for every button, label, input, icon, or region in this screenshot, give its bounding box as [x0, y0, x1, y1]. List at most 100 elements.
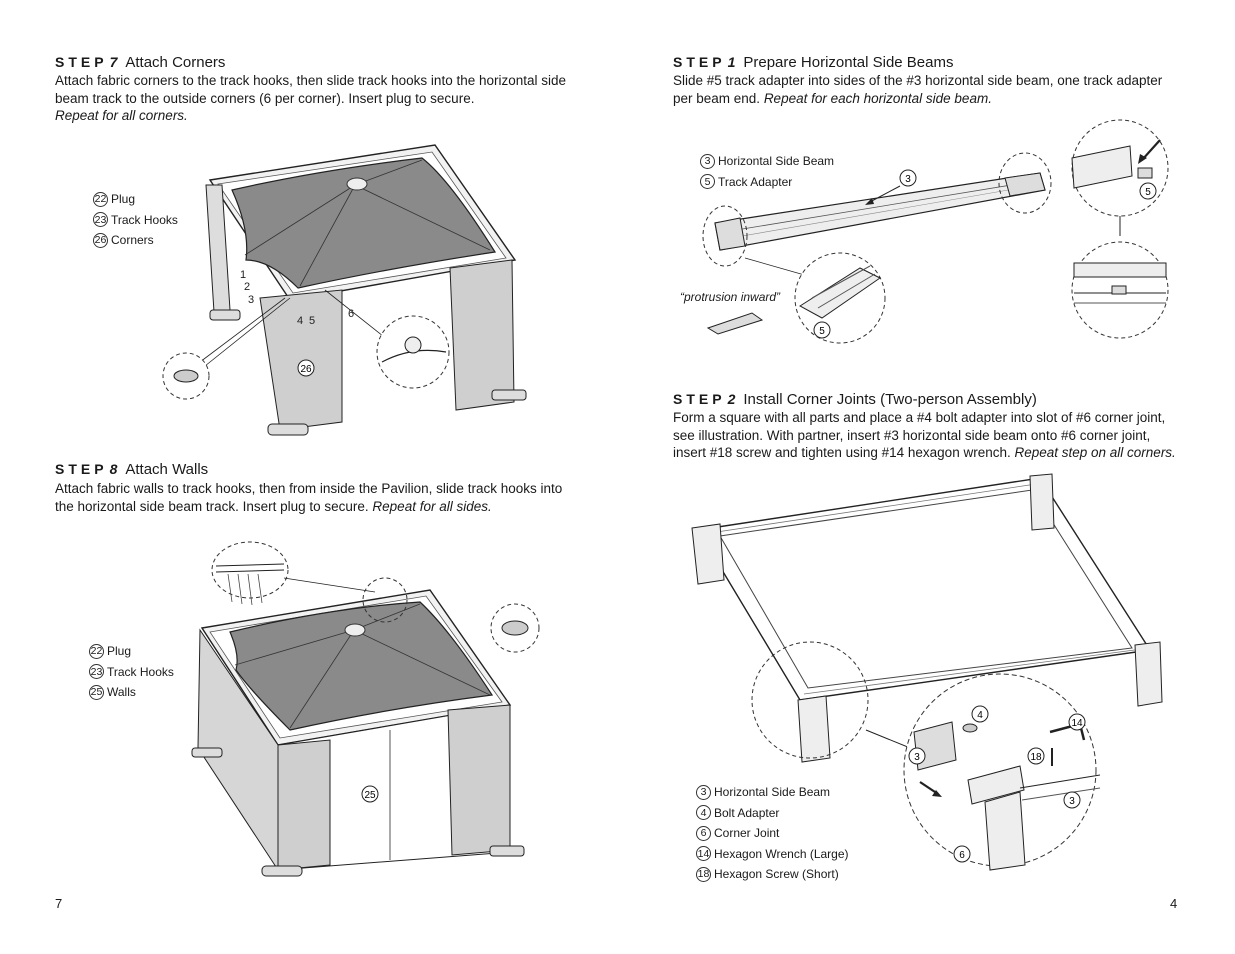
- instruction-repeat-note: Repeat for all sides.: [372, 498, 492, 514]
- part-label: Plug: [111, 192, 136, 207]
- step1-beam-illustration: 3 5 5: [702, 119, 1169, 344]
- part-label: Walls: [107, 685, 136, 700]
- callout-number: 1: [240, 269, 246, 281]
- step-word: STEP: [673, 391, 726, 407]
- step-number: 2: [727, 391, 736, 407]
- instruction-line: see illustration. With partner, insert #…: [673, 427, 1151, 443]
- part-number-badge: 25: [364, 790, 376, 801]
- part-number-badge: 23: [89, 664, 104, 680]
- part-label: Track Hooks: [107, 664, 174, 679]
- step-title: Attach Corners: [125, 54, 226, 71]
- instruction-line: Attach fabric walls to track hooks, then…: [55, 481, 563, 496]
- step7-corner-illustration: 1 2 3 4 5 6 26: [162, 144, 527, 436]
- instruction-text: the horizontal side beam track. Insert p…: [55, 498, 373, 514]
- part-label: Track Adapter: [718, 174, 793, 189]
- part-label: Hexagon Wrench (Large): [714, 846, 849, 861]
- instruction-text: insert #18 screw and tighten using #14 h…: [673, 445, 1015, 460]
- step7-instructions: Attach fabric corners to the track hooks…: [55, 72, 575, 125]
- step-number: 8: [109, 461, 118, 477]
- part-number-badge: 26: [93, 232, 108, 248]
- instruction-repeat-note: Repeat for all corners.: [55, 108, 188, 123]
- step-title: Install Corner Joints (Two-person Assemb…: [743, 391, 1037, 408]
- part-label: Horizontal Side Beam: [718, 154, 835, 169]
- part-number-badge: 18: [1030, 752, 1042, 763]
- page-number-left: 7: [55, 896, 63, 911]
- callout-number: 2: [244, 281, 250, 293]
- step1-instructions: Slide #5 track adapter into sides of the…: [673, 72, 1193, 107]
- step-number: 7: [109, 54, 118, 70]
- part-number-badge: 3: [914, 752, 920, 763]
- step2-corner-joint-illustration: 4 14 3 18 3 6: [691, 473, 1163, 871]
- step-word: STEP: [55, 54, 108, 70]
- page-number-right: 4: [1170, 896, 1178, 911]
- step2-instructions: Form a square with all parts and place a…: [673, 409, 1193, 462]
- instruction-line: Attach fabric corners to the track hooks…: [55, 73, 567, 88]
- part-number-badge: 5: [700, 174, 715, 190]
- instruction-line: insert #18 screw and tighten using #14 h…: [673, 444, 1193, 462]
- part-number-badge: 26: [300, 364, 312, 375]
- part-label: Hexagon Screw (Short): [714, 867, 839, 882]
- step-word: STEP: [673, 54, 726, 70]
- part-number-badge: 5: [1145, 187, 1151, 198]
- part-label: Corner Joint: [714, 826, 780, 841]
- part-number-badge: 3: [905, 174, 911, 185]
- part-number-badge: 22: [89, 643, 104, 659]
- instruction-line: per beam end. Repeat for each horizontal…: [673, 90, 1193, 108]
- step-word: STEP: [55, 461, 108, 477]
- part-number-badge: 25: [89, 684, 104, 700]
- part-label: Horizontal Side Beam: [714, 785, 831, 800]
- instruction-line: Slide #5 track adapter into sides of the…: [673, 73, 1163, 88]
- callout-number: 3: [248, 294, 254, 306]
- part-label: Plug: [107, 644, 132, 659]
- callout-number: 6: [348, 308, 354, 320]
- part-number-badge: 14: [696, 846, 711, 862]
- part-label: Corners: [111, 233, 154, 248]
- instruction-text: per beam end.: [673, 90, 764, 106]
- protrusion-note: “protrusion inward”: [680, 290, 781, 304]
- step-number: 1: [727, 54, 736, 70]
- instruction-line: the horizontal side beam track. Insert p…: [55, 498, 575, 516]
- part-label: Bolt Adapter: [714, 805, 780, 820]
- part-number-badge: 22: [93, 191, 108, 207]
- callout-number: 5: [309, 315, 315, 327]
- callout-number: 4: [297, 315, 303, 327]
- part-number-badge: 3: [1069, 796, 1075, 807]
- part-number-badge: 14: [1071, 718, 1083, 729]
- instruction-repeat-note: Repeat for each horizontal side beam.: [763, 90, 992, 106]
- step8-instructions: Attach fabric walls to track hooks, then…: [55, 480, 575, 515]
- part-number-badge: 4: [977, 710, 983, 721]
- part-number-badge: 6: [696, 825, 711, 841]
- part-number-badge: 4: [696, 805, 711, 821]
- instruction-line: beam track to the outside corners (6 per…: [55, 90, 475, 106]
- part-number-badge: 18: [696, 866, 711, 882]
- step-title: Prepare Horizontal Side Beams: [743, 54, 954, 71]
- part-number-badge: 6: [959, 850, 965, 861]
- instruction-repeat-note: Repeat step on all corners.: [1014, 445, 1176, 460]
- part-label: Track Hooks: [111, 212, 178, 227]
- instruction-line: Form a square with all parts and place a…: [673, 410, 1166, 425]
- step-title: Attach Walls: [125, 461, 209, 478]
- part-number-badge: 23: [93, 212, 108, 228]
- step8-walls-illustration: 25: [191, 541, 540, 877]
